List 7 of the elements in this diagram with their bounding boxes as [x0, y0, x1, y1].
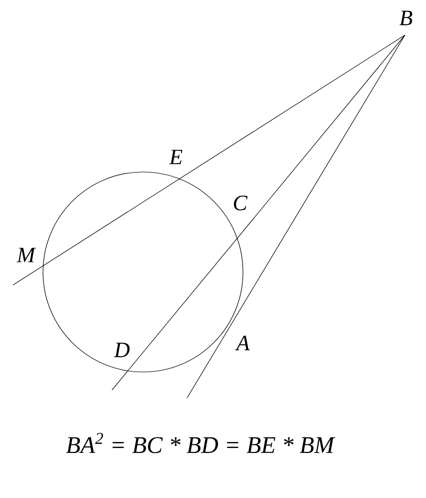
point-label: A: [235, 336, 250, 350]
point-label: B: [400, 10, 412, 26]
point-label: E: [169, 150, 182, 164]
point-label: D: [114, 342, 130, 358]
point-label: C: [234, 196, 248, 210]
point-label: M: [16, 248, 36, 262]
formula: BA$^{2}$ = BC * BD = BE * BM: [66, 432, 336, 454]
